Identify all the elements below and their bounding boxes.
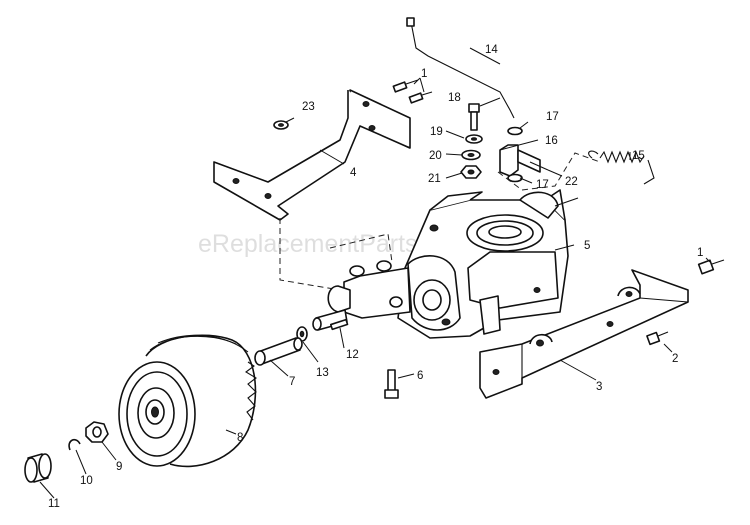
leader-lines — [39, 47, 711, 499]
label-part-3: 3 — [596, 381, 602, 393]
part-shift-rod — [406, 17, 515, 119]
part-mount-bracket-3 — [479, 269, 689, 399]
part-spring-15 — [588, 150, 655, 185]
label-part-19: 19 — [430, 126, 443, 138]
label-part-9: 9 — [116, 461, 122, 473]
label-part-1-right: 1 — [697, 247, 703, 259]
label-part-7: 7 — [289, 376, 295, 388]
part-nut-23 — [273, 120, 289, 130]
part-bolt-18 — [468, 103, 480, 131]
part-washers-19-21 — [460, 134, 483, 179]
label-part-22: 22 — [565, 176, 578, 188]
callout-labels: 14 1 23 18 17 19 16 20 15 21 17 22 4 5 1… — [48, 44, 703, 510]
part-pin-22 — [497, 152, 601, 191]
part-bracket-16 — [499, 126, 541, 183]
label-part-14: 14 — [485, 44, 498, 56]
label-part-17-bottom: 17 — [536, 179, 549, 191]
label-part-12: 12 — [346, 349, 359, 361]
label-part-10: 10 — [80, 475, 93, 487]
part-wheel-8 — [118, 334, 257, 468]
label-part-21: 21 — [428, 173, 441, 185]
alignment-line-left — [279, 218, 341, 291]
part-bolt-right-1 — [697, 259, 725, 275]
label-part-6: 6 — [417, 370, 423, 382]
part-bolts-top — [392, 79, 433, 104]
label-part-4: 4 — [350, 167, 357, 179]
part-hex-nut-9 — [85, 421, 109, 443]
label-part-2: 2 — [672, 353, 678, 365]
part-spacer-7 — [254, 337, 303, 366]
label-part-17-top: 17 — [546, 111, 559, 123]
label-part-18: 18 — [448, 92, 461, 104]
label-part-11: 11 — [48, 498, 60, 510]
part-bracket-4 — [213, 89, 411, 221]
label-part-8: 8 — [237, 432, 243, 444]
part-bolt-6 — [384, 369, 399, 399]
part-axle-shaft — [312, 309, 348, 331]
label-part-15: 15 — [632, 150, 645, 162]
label-part-23: 23 — [302, 101, 315, 113]
label-part-5: 5 — [584, 240, 590, 252]
label-part-16: 16 — [545, 135, 558, 147]
part-bolt-2 — [646, 331, 669, 346]
part-key-12 — [329, 318, 349, 331]
label-part-13: 13 — [316, 367, 329, 379]
label-part-1-top: 1 — [421, 68, 427, 80]
part-cap-11 — [24, 453, 52, 483]
part-transaxle-5 — [327, 189, 579, 339]
part-clip-ring-10 — [68, 438, 81, 451]
label-part-20: 20 — [429, 150, 442, 162]
